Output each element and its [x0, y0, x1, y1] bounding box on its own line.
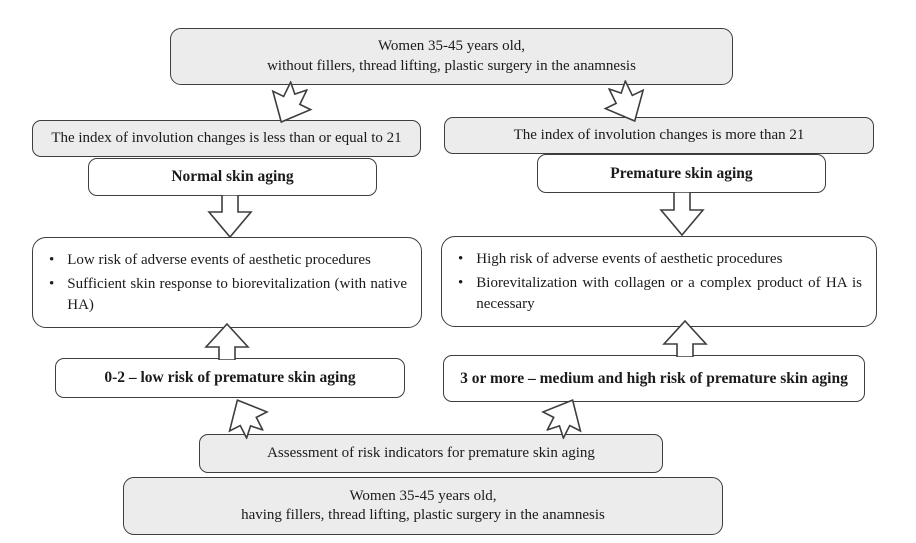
assessment-box: Assessment of risk indicators for premat… [199, 434, 663, 473]
bullet-icon: • [458, 275, 464, 292]
premature-aging-box: Premature skin aging [537, 154, 826, 193]
list-item: • Low risk of adverse events of aestheti… [49, 250, 407, 270]
up-left-arrow-icon [216, 389, 275, 446]
right-risk-score-text: 3 or more – medium and high risk of prem… [460, 369, 848, 387]
normal-aging-box: Normal skin aging [88, 158, 377, 196]
bottom-population-line1: Women 35-45 years old, [349, 487, 497, 504]
left-risk-score-text: 0-2 – low risk of premature skin aging [104, 369, 356, 387]
top-population-box: Women 35-45 years old, without fillers, … [170, 28, 733, 85]
up-arrow-icon [204, 323, 250, 360]
premature-aging-text: Premature skin aging [610, 164, 753, 182]
bullet-icon: • [49, 276, 55, 293]
left-index-text: The index of involution changes is less … [51, 129, 402, 146]
top-population-line2: without fillers, thread lifting, plastic… [267, 57, 636, 74]
right-bullet-2: Biorevitalization with collagen or a com… [476, 275, 862, 312]
up-arrow-icon [662, 320, 708, 357]
list-item: • Biorevitalization with collagen or a c… [458, 273, 862, 314]
down-arrow-icon [659, 192, 705, 236]
bullet-icon: • [49, 252, 55, 269]
bottom-population-line2: having fillers, thread lifting, plastic … [241, 507, 605, 523]
down-arrow-icon [207, 195, 253, 238]
left-risk-score-box: 0-2 – low risk of premature skin aging [55, 358, 405, 398]
right-risk-score-box: 3 or more – medium and high risk of prem… [443, 355, 865, 402]
normal-aging-text: Normal skin aging [171, 168, 294, 186]
left-index-box: The index of involution changes is less … [32, 120, 421, 157]
left-recommendations-box: • Low risk of adverse events of aestheti… [32, 237, 422, 328]
down-left-arrow-icon [260, 75, 320, 133]
right-index-box: The index of involution changes is more … [444, 117, 874, 154]
right-recommendations-box: • High risk of adverse events of aesthet… [441, 236, 877, 327]
list-item: • High risk of adverse events of aesthet… [458, 249, 862, 269]
left-bullet-1: Low risk of adverse events of aesthetic … [67, 252, 371, 269]
down-right-arrow-icon [596, 74, 656, 132]
list-item: • Sufficient skin response to biorevital… [49, 274, 407, 315]
bullet-icon: • [458, 251, 464, 268]
left-bullet-2: Sufficient skin response to biorevitaliz… [67, 276, 407, 313]
right-index-text: The index of involution changes is more … [513, 126, 805, 143]
top-population-line1: Women 35-45 years old, [377, 38, 526, 55]
bottom-population-box: Women 35-45 years old, having fillers, t… [123, 477, 723, 535]
assessment-text: Assessment of risk indicators for premat… [267, 444, 595, 461]
right-bullet-1: High risk of adverse events of aesthetic… [476, 251, 783, 268]
up-right-arrow-icon [534, 389, 593, 446]
